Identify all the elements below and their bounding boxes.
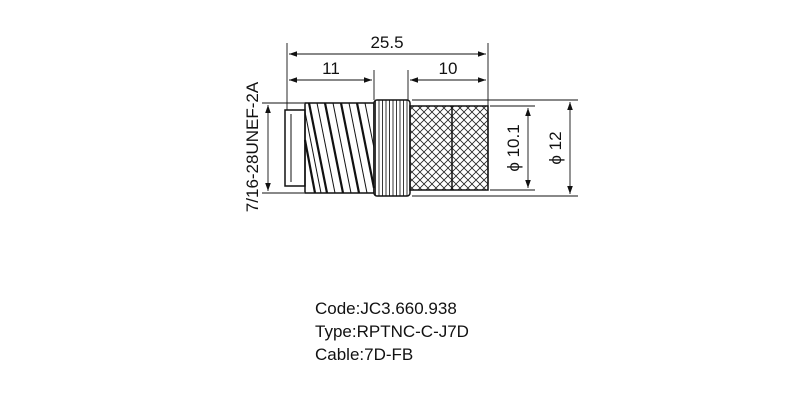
knurled-body [409,105,489,191]
cable-text: Cable:7D-FB [315,345,414,364]
connector-body [284,99,489,197]
outer-diameter-label: ϕ 12 [546,131,565,164]
inner-diameter-label: ϕ 10.1 [504,124,523,171]
overall-length-label: 25.5 [370,33,403,52]
thread-lines [303,102,376,194]
front-stub [284,109,306,187]
knurled-collar [373,99,411,197]
type-text: Type:RPTNC-C-J7D [315,322,469,341]
dimension-lines [262,43,578,197]
code-text: Code:JC3.660.938 [315,299,457,318]
thread-length-label: 11 [322,59,340,78]
knurl-length-label: 10 [439,59,458,78]
thread-spec-label: 7/16-28UNEF-2A [243,81,262,212]
